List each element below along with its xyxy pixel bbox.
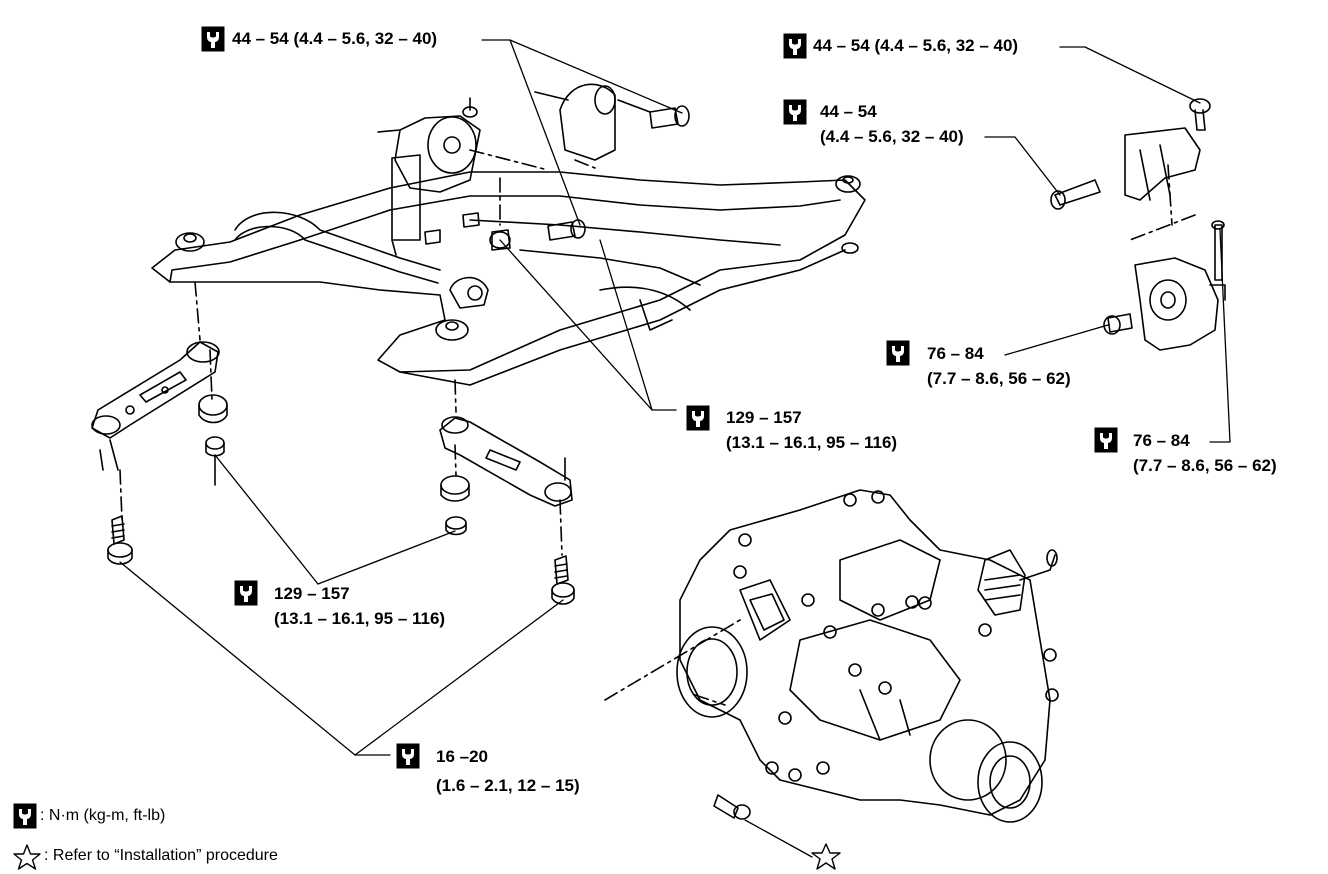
torque-wrench-icon — [686, 405, 710, 431]
torque-wrench-icon — [783, 99, 807, 125]
left-link-assembly — [91, 341, 228, 565]
torque-label-5a: 76 – 84 — [1133, 431, 1190, 450]
torque-label-5b: (7.7 – 8.6, 56 – 62) — [1133, 456, 1277, 475]
torque-label-3b: (4.4 – 5.6, 32 – 40) — [820, 127, 964, 146]
torque-label-8a: 16 –20 — [436, 747, 488, 766]
torque-label-4a: 76 – 84 — [927, 344, 984, 363]
torque-label-6b: (13.1 – 16.1, 95 – 116) — [726, 433, 898, 452]
star-icon — [13, 844, 41, 870]
torque-wrench-icon — [201, 26, 225, 52]
torque-wrench-icon — [886, 340, 910, 366]
torque-wrench-icon — [234, 580, 258, 606]
torque-wrench-icon — [396, 743, 420, 769]
torque-label-6a: 129 – 157 — [726, 408, 802, 427]
torque-label-3a: 44 – 54 — [820, 102, 877, 121]
transaxle-lower-bolt — [713, 794, 751, 820]
legend-star-text: : Refer to “Installation” procedure — [44, 847, 278, 864]
torque-label-4b: (7.7 – 8.6, 56 – 62) — [927, 369, 1071, 388]
rear-mount-bracket — [377, 83, 616, 256]
torque-wrench-icon — [1094, 427, 1118, 453]
leader-lines — [119, 39, 1231, 858]
torque-wrench-icon — [13, 803, 37, 829]
suspension-member — [151, 171, 866, 386]
alignment-lines — [119, 149, 1196, 706]
rear-mount-bolts — [424, 99, 690, 251]
legend-unit-text: : N·m (kg-m, ft-lb) — [40, 807, 166, 824]
torque-label-2: 44 – 54 (4.4 – 5.6, 32 – 40) — [813, 36, 1019, 55]
right-link-assembly — [439, 416, 575, 605]
transaxle-bolts — [733, 490, 1059, 782]
torque-label-8b: (1.6 – 2.1, 12 – 15) — [436, 776, 580, 795]
torque-label-7a: 129 – 157 — [274, 584, 350, 603]
torque-label-7b: (13.1 – 16.1, 95 – 116) — [274, 609, 446, 628]
transaxle-assembly — [676, 489, 1058, 823]
engine-mount-assembly — [1050, 98, 1226, 351]
star-icon — [811, 843, 841, 870]
torque-wrench-icon — [783, 33, 807, 59]
torque-label-1: 44 – 54 (4.4 – 5.6, 32 – 40) — [232, 29, 438, 48]
